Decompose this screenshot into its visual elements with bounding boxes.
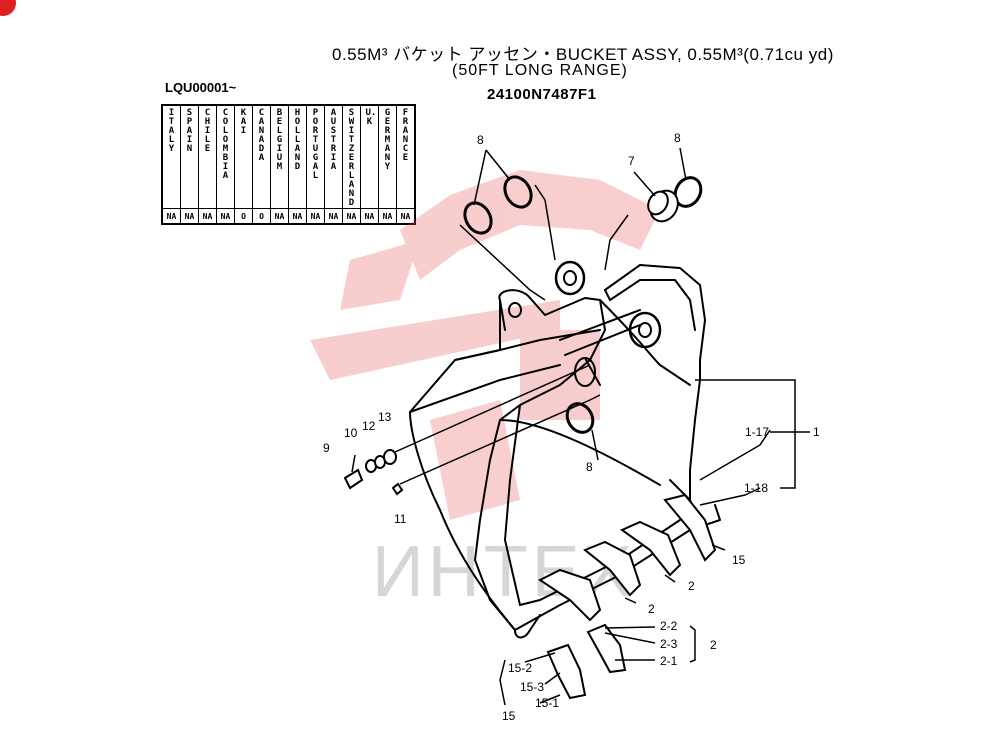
callout-13: 13 bbox=[378, 410, 392, 424]
page-title: 0.55M³ バケット アッセン・BUCKET ASSY, 0.55M³(0.7… bbox=[332, 45, 834, 64]
callout-2-1: 2-1 bbox=[660, 654, 678, 668]
country-name: GERMANY bbox=[384, 108, 391, 172]
bushing-7 bbox=[647, 189, 679, 223]
callout-2-c: 2 bbox=[710, 638, 717, 652]
ring-8-c bbox=[673, 176, 703, 208]
country-mark-cell: NA bbox=[360, 208, 379, 225]
page-subtitle: (50FT LONG RANGE) bbox=[452, 62, 628, 79]
part-number: 24100N7487F1 bbox=[487, 86, 597, 103]
bolt-9 bbox=[343, 468, 364, 490]
tooth-exploded-2 bbox=[586, 623, 627, 674]
ring-8-d bbox=[565, 402, 595, 434]
country-name: U.K bbox=[365, 108, 377, 127]
ring-8-a bbox=[463, 201, 493, 235]
tooth-3 bbox=[619, 520, 682, 577]
callout-15-3: 15-3 bbox=[520, 680, 544, 694]
ring-8-b bbox=[503, 175, 533, 209]
country-mark-cell: NA bbox=[396, 208, 416, 225]
bucket-teeth bbox=[538, 493, 717, 700]
leader-lines bbox=[351, 147, 810, 706]
country-name-cell: HOLLAND bbox=[288, 104, 307, 209]
callout-12: 12 bbox=[362, 419, 376, 433]
country-mark-cell: NA bbox=[306, 208, 325, 225]
callout-8-top-right: 8 bbox=[674, 131, 681, 145]
tooth-2 bbox=[583, 540, 642, 597]
country-name-row: ITALY SPAIN CHILE COLOMBIA KAI CANADA BELGIUM H… bbox=[161, 104, 416, 209]
country-name: FRANCE bbox=[402, 108, 409, 163]
hardware-parts bbox=[343, 449, 404, 496]
washer-13 bbox=[383, 449, 397, 465]
country-name: BELGIUM bbox=[276, 108, 283, 172]
country-name: ITALY bbox=[168, 108, 175, 154]
country-name: CHILE bbox=[204, 108, 211, 154]
callout-8-top-left: 8 bbox=[477, 133, 484, 147]
callout-1-17: 1-17 bbox=[745, 425, 769, 439]
country-mark-cell: NA bbox=[324, 208, 343, 225]
country-name: KAI bbox=[240, 108, 247, 136]
callout-1: 1 bbox=[813, 425, 820, 439]
callout-9: 9 bbox=[323, 441, 330, 455]
callout-7: 7 bbox=[628, 154, 635, 168]
callout-1-18: 1-18 bbox=[744, 481, 768, 495]
callout-15-1: 15-1 bbox=[535, 696, 559, 710]
corner-badge bbox=[0, 0, 16, 16]
callout-8-lower: 8 bbox=[586, 460, 593, 474]
callout-15: 15 bbox=[732, 553, 746, 567]
country-name: COLOMBIA bbox=[222, 108, 229, 181]
bucket-outline bbox=[409, 260, 721, 639]
tooth-1 bbox=[538, 568, 602, 622]
country-name: PORTUGAL bbox=[312, 108, 319, 181]
country-name-cell: CANADA bbox=[252, 104, 271, 209]
serial-number: LQU00001~ bbox=[165, 80, 237, 95]
pin-11 bbox=[391, 482, 404, 496]
watermark-logo bbox=[310, 170, 660, 520]
callout-15-b: 15 bbox=[502, 709, 516, 723]
callout-2-a: 2 bbox=[688, 579, 695, 593]
country-mark-cell: NA bbox=[216, 208, 235, 225]
tooth-4 bbox=[663, 493, 717, 562]
callout-2-3: 2-3 bbox=[660, 637, 678, 651]
callout-2-2: 2-2 bbox=[660, 619, 678, 633]
country-name: SWITZER LAND bbox=[348, 108, 355, 208]
country-table: ITALY SPAIN CHILE COLOMBIA KAI CANADA BELGIUM H… bbox=[161, 104, 416, 225]
country-name: HOLLAND bbox=[294, 108, 301, 172]
country-name: AUSTRIA bbox=[330, 108, 337, 172]
country-name-cell: AUSTRIA bbox=[324, 104, 343, 209]
country-name-cell: FRANCE bbox=[396, 104, 416, 209]
country-name: SPAIN bbox=[186, 108, 193, 154]
callout-labels: 8 8 7 8 9 10 12 13 11 1-17 1 1-18 15 2 2… bbox=[323, 131, 820, 723]
callout-15-2: 15-2 bbox=[508, 661, 532, 675]
country-name-cell: GERMANY bbox=[378, 104, 397, 209]
callout-10: 10 bbox=[344, 426, 358, 440]
ring-parts bbox=[463, 175, 703, 434]
callout-11: 11 bbox=[394, 512, 407, 526]
callout-2-b: 2 bbox=[648, 602, 655, 616]
country-name: CANADA bbox=[258, 108, 265, 163]
country-mark-cell: NA bbox=[378, 208, 397, 225]
